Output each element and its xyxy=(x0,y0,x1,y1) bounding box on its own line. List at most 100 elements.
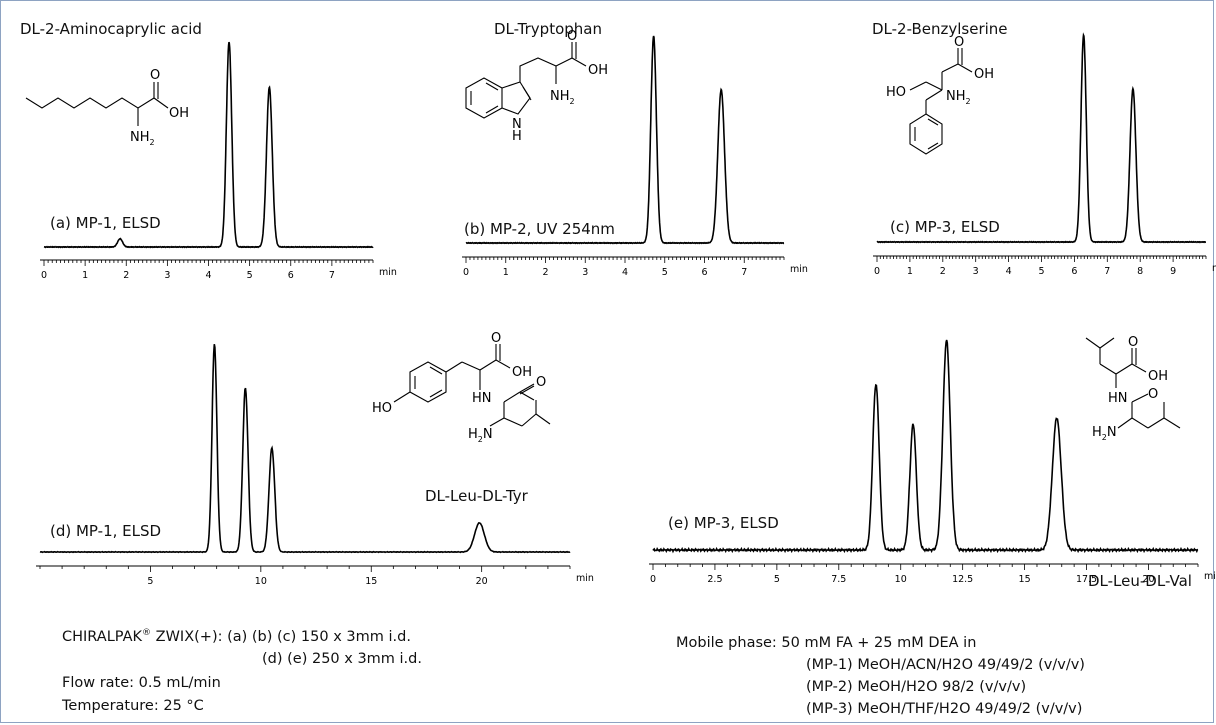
x-tick-label: 1 xyxy=(82,270,88,281)
x-tick-label: 7 xyxy=(329,270,335,281)
x-tick-label: 4 xyxy=(205,270,211,281)
atom-ho: HO xyxy=(886,85,906,100)
svg-text:NH2: NH2 xyxy=(130,130,155,147)
atom-o: O xyxy=(150,68,160,83)
x-axis-label: min xyxy=(1204,571,1216,582)
chart-condition-label: (e) MP-3, ELSD xyxy=(668,514,779,532)
atom-ho: HO xyxy=(372,401,392,416)
chromatogram-trace xyxy=(43,41,374,249)
chart-title: DL-2-Benzylserine xyxy=(872,20,1008,38)
x-tick-label: 4 xyxy=(622,267,628,278)
structure-tryptophan: O OH NH2 N H xyxy=(465,29,608,144)
atom-hn: HN xyxy=(1108,391,1128,406)
mobile-phase-mp2: (MP-2) MeOH/H2O 98/2 (v/v/v) xyxy=(806,679,1027,695)
structure-benzylserine: O OH HO NH2 xyxy=(886,35,994,155)
mobile-phase-mp3: (MP-3) MeOH/THF/H2O 49/49/2 (v/v/v) xyxy=(806,701,1083,717)
chromatogram-trace xyxy=(465,35,785,245)
chart-condition-label: (c) MP-3, ELSD xyxy=(890,218,1000,236)
atom-h: H xyxy=(468,427,478,442)
x-tick-label: 0 xyxy=(41,270,47,281)
atom-o: O xyxy=(536,375,546,390)
temperature: Temperature: 25 °C xyxy=(62,698,204,714)
x-tick-label: 20 xyxy=(476,576,488,587)
atom-oh: OH xyxy=(169,106,189,121)
atom-o: O xyxy=(1128,335,1138,350)
x-axis-label: min xyxy=(1212,263,1216,274)
mobile-phase: Mobile phase: 50 mM FA + 25 mM DEA in xyxy=(676,635,977,651)
atom-n: N xyxy=(512,117,522,132)
chart-condition-label: (b) MP-2, UV 254nm xyxy=(464,220,615,238)
atom-hn: HN xyxy=(472,391,492,406)
chromatogram-a: DL-2-Aminocaprylic acid (a) MP-1, ELSD 0… xyxy=(0,0,400,290)
column-spec: ZWIX(+): (a) (b) (c) 150 x 3mm i.d. xyxy=(151,628,411,645)
x-tick-label: 15 xyxy=(365,576,377,587)
x-tick-label: 5 xyxy=(774,574,780,585)
x-tick-label: 2 xyxy=(940,266,946,277)
atom-oh: OH xyxy=(588,63,608,78)
atom-oh: OH xyxy=(974,67,994,82)
chart-condition-label: (d) MP-1, ELSD xyxy=(50,522,162,540)
chromatogram-trace xyxy=(876,32,1206,244)
atom-nh: NH xyxy=(130,130,150,145)
atom-oh: OH xyxy=(1148,369,1168,384)
registered-mark: ® xyxy=(142,628,152,638)
svg-text:H2N: H2N xyxy=(468,427,493,444)
x-tick-label: 3 xyxy=(582,267,588,278)
atom-h: H xyxy=(1092,425,1102,440)
x-tick-label: 7 xyxy=(741,267,747,278)
x-axis-label: min xyxy=(790,264,808,275)
column-info-line2: (d) (e) 250 x 3mm i.d. xyxy=(262,651,422,667)
x-tick-label: 5 xyxy=(247,270,253,281)
atom-o: O xyxy=(1148,387,1158,402)
x-tick-label: 1 xyxy=(907,266,913,277)
x-tick-label: 2.5 xyxy=(707,574,722,585)
chart-title: DL-Leu-DL-Tyr xyxy=(425,487,528,505)
chart-condition-label: (a) MP-1, ELSD xyxy=(50,214,161,232)
atom-nh: NH xyxy=(550,89,570,104)
structure-aminocaprylic-acid: O OH NH2 xyxy=(25,68,189,147)
x-tick-label: 15 xyxy=(1019,574,1031,585)
atom-nh: NH xyxy=(946,89,966,104)
x-tick-label: 5 xyxy=(662,267,668,278)
chart-plot: 0123456789min xyxy=(873,32,1216,277)
column-brand: CHIRALPAK xyxy=(62,628,143,645)
x-tick-label: 8 xyxy=(1137,266,1143,277)
chart-title: DL-Tryptophan xyxy=(494,20,602,38)
x-tick-label: 0 xyxy=(463,267,469,278)
structure-leu-val: O OH HN O H2N xyxy=(1085,335,1181,442)
column-info: CHIRALPAK® ZWIX(+): (a) (b) (c) 150 x 3m… xyxy=(62,628,411,645)
x-axis-label: min xyxy=(576,573,594,584)
atom-h: H xyxy=(512,129,522,144)
structure-leu-tyr: O OH HO HN O H2N xyxy=(372,331,551,444)
mobile-phase-mp1: (MP-1) MeOH/ACN/H2O 49/49/2 (v/v/v) xyxy=(806,657,1085,673)
x-tick-label: 17.5 xyxy=(1076,574,1097,585)
x-tick-label: 7.5 xyxy=(831,574,846,585)
atom-oh: OH xyxy=(512,365,532,380)
atom-o: O xyxy=(567,29,577,44)
x-tick-label: 9 xyxy=(1170,266,1176,277)
x-tick-label: 2 xyxy=(542,267,548,278)
x-tick-label: 12.5 xyxy=(952,574,973,585)
x-tick-label: 10 xyxy=(255,576,267,587)
x-axis-label: min xyxy=(379,267,397,278)
x-tick-label: 10 xyxy=(895,574,907,585)
chromatogram-trace xyxy=(652,339,1199,554)
x-tick-label: 1 xyxy=(503,267,509,278)
svg-text:NH2: NH2 xyxy=(550,89,575,106)
flow-rate: Flow rate: 0.5 mL/min xyxy=(62,675,221,691)
x-tick-label: 0 xyxy=(874,266,880,277)
x-tick-label: 6 xyxy=(1071,266,1077,277)
x-tick-label: 3 xyxy=(973,266,979,277)
x-tick-label: 7 xyxy=(1104,266,1110,277)
x-tick-label: 5 xyxy=(1038,266,1044,277)
svg-text:H2N: H2N xyxy=(1092,425,1117,442)
svg-text:NH2: NH2 xyxy=(946,89,971,106)
